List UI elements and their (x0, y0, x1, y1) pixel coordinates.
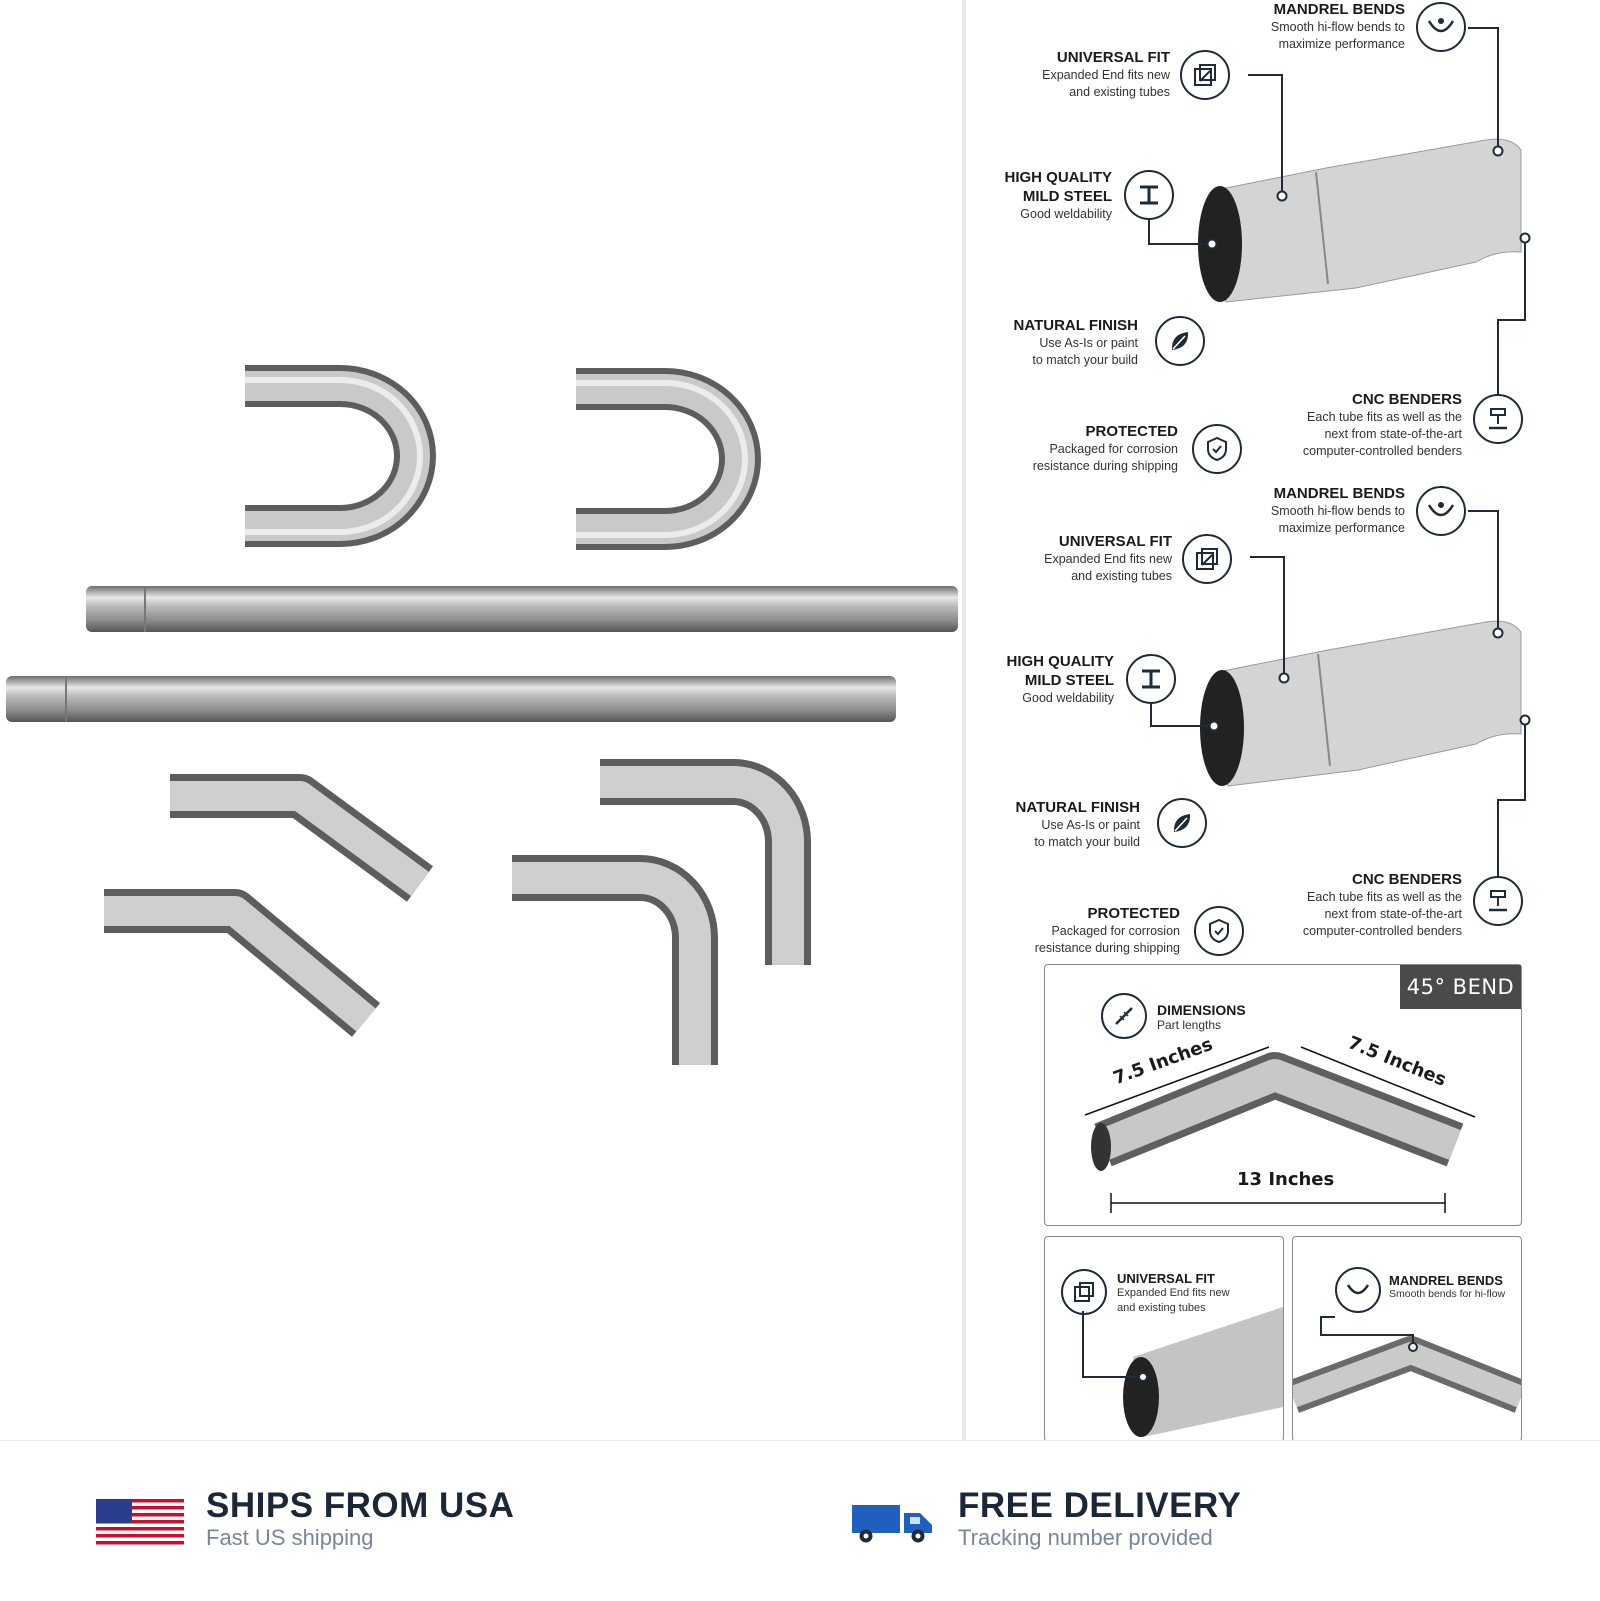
feature-protected: PROTECTED Packaged for corrosion resista… (960, 422, 1178, 475)
feature-title: CNC BENDERS (1351, 391, 1462, 408)
feature-title: CNC BENDERS (1351, 871, 1462, 888)
leaf-icon (1157, 798, 1207, 848)
shield-check-icon (1192, 424, 1242, 474)
pipe-bend-illustration (1293, 1316, 1521, 1413)
straight-pipe (6, 676, 896, 722)
cnc-bender-icon (1473, 394, 1523, 444)
straight-pipe (86, 586, 958, 632)
feature-title: MANDREL BENDS (1273, 1, 1405, 18)
panel-divider (962, 0, 966, 1440)
promo-subtitle: Tracking number provided (958, 1525, 1213, 1550)
detail-title: MANDREL BENDS (1389, 1273, 1503, 1288)
leaf-icon (1155, 316, 1205, 366)
delivery-truck-icon (852, 1505, 932, 1543)
feature-protected: PROTECTED Packaged for corrosion resista… (962, 904, 1180, 957)
dimensions-panel: 45° BEND DIMENSIONS Part lengths 7.5 Inc… (1044, 964, 1522, 1226)
feature-title: UNIVERSAL FIT (1058, 533, 1172, 550)
45-bend-diagram (1084, 1046, 1476, 1213)
detail-label: UNIVERSAL FIT Expanded End fits new and … (1117, 1271, 1230, 1316)
feature-title: MANDREL BENDS (1273, 485, 1405, 502)
mandrel-bend-icon (1416, 2, 1466, 52)
feature-desc: Use As-Is or paint to match your build (1032, 336, 1138, 367)
feature-natural-finish: NATURAL FINISH Use As-Is or paint to mat… (962, 798, 1140, 851)
feature-cnc-benders: CNC BENDERS Each tube fits as well as th… (1270, 390, 1462, 460)
feature-universal-fit: UNIVERSAL FIT Expanded End fits new and … (970, 48, 1170, 101)
detail-mandrel-bends: MANDREL BENDS Smooth bends for hi-flow (1292, 1236, 1522, 1442)
promo-bar: SHIPS FROM USA Fast US shipping FREE DEL… (0, 1440, 1600, 1601)
detail-desc: Smooth bends for hi-flow (1389, 1288, 1506, 1300)
cnc-bender-icon (1473, 876, 1523, 926)
feature-desc: Good weldability (1020, 207, 1112, 221)
feature-mandrel-bends: MANDREL BENDS Smooth hi-flow bends to ma… (1185, 484, 1405, 537)
feature-desc: Smooth hi-flow bends to maximize perform… (1270, 504, 1405, 535)
detail-desc: Expanded End fits new and existing tubes (1117, 1287, 1230, 1314)
detail-universal-fit: UNIVERSAL FIT Expanded End fits new and … (1044, 1236, 1284, 1442)
feature-desc: Expanded End fits new and existing tubes (1042, 68, 1170, 99)
pipe-end-illustration (1082, 1307, 1283, 1437)
feature-natural-finish: NATURAL FINISH Use As-Is or paint to mat… (960, 316, 1138, 369)
universal-fit-icon (1180, 50, 1230, 100)
us-flag-icon (96, 1499, 184, 1545)
steel-beam-icon (1126, 654, 1176, 704)
feature-mild-steel: HIGH QUALITY MILD STEEL Good weldability (960, 168, 1113, 223)
feature-mandrel-bends: MANDREL BENDS Smooth hi-flow bends to ma… (1185, 0, 1405, 53)
feature-title: NATURAL FINISH (1013, 317, 1138, 334)
feature-title: NATURAL FINISH (1015, 799, 1140, 816)
detail-title: UNIVERSAL FIT (1117, 1271, 1215, 1286)
free-delivery: FREE DELIVERY Tracking number provided (958, 1487, 1241, 1551)
feature-title: UNIVERSAL FIT (1056, 49, 1170, 66)
exhaust-kit-photo (6, 365, 958, 1065)
span-dimension: 13 Inches (1237, 1169, 1335, 1190)
promo-title: FREE DELIVERY (958, 1486, 1242, 1525)
mandrel-bend-icon (1416, 486, 1466, 536)
dimensions-label: DIMENSIONS Part lengths (1157, 1002, 1246, 1032)
mandrel-bend-icon (1335, 1267, 1381, 1313)
detail-label: MANDREL BENDS Smooth bends for hi-flow (1389, 1273, 1505, 1300)
promo-subtitle: Fast US shipping (206, 1525, 374, 1550)
feature-desc: Packaged for corrosion resistance during… (1034, 924, 1180, 955)
feature-title: PROTECTED (1085, 423, 1178, 440)
feature-desc: Good weldability (1022, 691, 1114, 705)
feature-title: PROTECTED (1087, 905, 1180, 922)
feature-title: HIGH QUALITY MILD STEEL (1006, 653, 1115, 689)
feature-desc: Expanded End fits new and existing tubes (1044, 552, 1172, 583)
feature-desc: Each tube fits as well as the next from … (1302, 410, 1462, 458)
universal-fit-icon (1182, 534, 1232, 584)
ruler-icon (1101, 993, 1147, 1039)
feature-title: HIGH QUALITY MILD STEEL (1004, 169, 1113, 205)
feature-desc: Each tube fits as well as the next from … (1302, 890, 1462, 938)
infographic-lines (1148, 27, 1531, 876)
feature-desc: Packaged for corrosion resistance during… (1032, 442, 1178, 473)
feature-universal-fit: UNIVERSAL FIT Expanded End fits new and … (972, 532, 1172, 585)
promo-title: SHIPS FROM USA (206, 1486, 515, 1525)
feature-desc: Use As-Is or paint to match your build (1034, 818, 1140, 849)
feature-cnc-benders: CNC BENDERS Each tube fits as well as th… (1270, 870, 1462, 940)
shield-check-icon (1194, 906, 1244, 956)
feature-desc: Smooth hi-flow bends to maximize perform… (1270, 20, 1405, 51)
feature-mild-steel: HIGH QUALITY MILD STEEL Good weldability (962, 652, 1115, 707)
steel-beam-icon (1124, 170, 1174, 220)
bend-angle-badge: 45° BEND (1400, 965, 1521, 1009)
ships-from-usa: SHIPS FROM USA Fast US shipping (206, 1487, 514, 1551)
dimensions-subtitle: Part lengths (1157, 1018, 1222, 1032)
dimensions-title: DIMENSIONS (1157, 1002, 1246, 1018)
